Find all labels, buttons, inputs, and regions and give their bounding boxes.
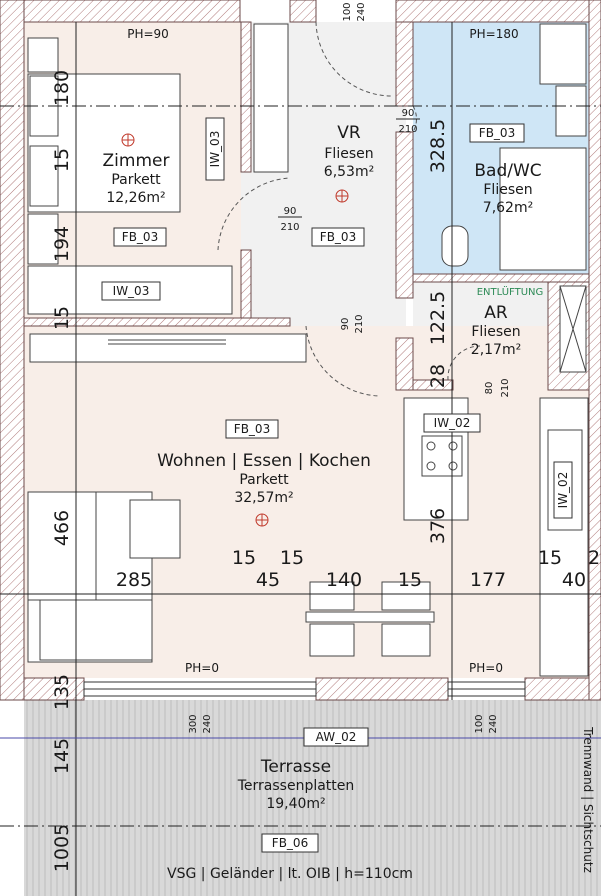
vertical-dimensions: 180 15 194 15 328.5 122.5 28 376 466 135… [51, 70, 449, 872]
svg-text:210: 210 [280, 222, 299, 233]
room-vr: VR Fliesen 6,53m² [324, 123, 374, 180]
horizontal-dimensions: 285 15 15 45 140 15 177 15 2 40 [116, 547, 600, 591]
svg-text:Parkett: Parkett [239, 472, 289, 488]
svg-text:15: 15 [280, 547, 304, 569]
windows [83, 681, 526, 697]
svg-text:45: 45 [256, 569, 280, 591]
door-labels: 100 240 90 210 90 210 90 210 80 210 300 … [188, 2, 511, 733]
svg-text:Bad/WC: Bad/WC [474, 161, 541, 181]
svg-text:19,40m²: 19,40m² [266, 796, 325, 812]
svg-text:210: 210 [500, 378, 511, 397]
svg-text:VR: VR [337, 123, 361, 143]
svg-text:90: 90 [340, 318, 351, 331]
ph-right: PH=0 [469, 661, 503, 675]
svg-text:Wohnen | Essen | Kochen: Wohnen | Essen | Kochen [157, 451, 371, 471]
svg-text:15: 15 [51, 148, 73, 172]
svg-text:15: 15 [538, 547, 562, 569]
shower [499, 147, 587, 271]
svg-text:Terrasse: Terrasse [260, 757, 331, 777]
railing-note: VSG | Geländer | lt. OIB | h=110cm [167, 866, 413, 882]
tag-boxes [101, 117, 573, 853]
svg-text:Fliesen: Fliesen [471, 324, 520, 340]
tag-iw-kitchen: IW_02 [434, 416, 471, 430]
svg-text:328.5: 328.5 [427, 119, 449, 173]
room-zimmer: Zimmer Parkett 12,26m² [103, 151, 170, 206]
room-terrasse: Terrasse Terrassenplatten 19,40m² [237, 757, 355, 812]
svg-text:1005: 1005 [51, 824, 73, 872]
svg-text:285: 285 [116, 569, 152, 591]
svg-text:12,26m²: 12,26m² [106, 190, 165, 206]
svg-text:177: 177 [470, 569, 506, 591]
svg-text:2,17m²: 2,17m² [471, 342, 521, 358]
svg-text:40: 40 [562, 569, 586, 591]
svg-text:15: 15 [398, 569, 422, 591]
tag-fb-wohnen: FB_03 [234, 422, 270, 436]
svg-text:210: 210 [354, 314, 365, 333]
door-swings [217, 21, 481, 397]
svg-text:Zimmer: Zimmer [103, 151, 170, 171]
trennwand-note: Trennwand | Sichtschutz [581, 726, 595, 873]
svg-text:7,62m²: 7,62m² [483, 200, 533, 216]
svg-text:AR: AR [484, 303, 508, 323]
ph-bad: PH=180 [469, 27, 518, 41]
tag-iw-right: IW_02 [556, 472, 570, 509]
tag-fb-zimmer: FB_03 [122, 230, 158, 244]
entlueftung-label: ENTLÜFTUNG [477, 285, 544, 298]
svg-text:80: 80 [484, 382, 495, 395]
svg-text:135: 135 [51, 674, 73, 710]
tag-fb-vr: FB_03 [320, 230, 356, 244]
svg-text:194: 194 [51, 226, 73, 262]
svg-text:90: 90 [402, 108, 415, 119]
svg-text:210: 210 [398, 124, 417, 135]
room-wohnen: Wohnen | Essen | Kochen Parkett 32,57m² [157, 451, 371, 506]
svg-text:28: 28 [427, 364, 449, 388]
furniture [27, 23, 589, 677]
svg-text:Terrassenplatten: Terrassenplatten [237, 778, 355, 794]
svg-text:15: 15 [232, 547, 256, 569]
ph-zimmer: PH=90 [127, 27, 169, 41]
svg-text:90: 90 [284, 206, 297, 217]
ph-left: PH=0 [185, 661, 219, 675]
svg-text:180: 180 [51, 70, 73, 106]
svg-text:32,57m²: 32,57m² [234, 490, 293, 506]
svg-text:122.5: 122.5 [427, 291, 449, 345]
walls [0, 0, 601, 701]
svg-text:Fliesen: Fliesen [483, 182, 532, 198]
svg-text:240: 240 [488, 714, 499, 733]
axis-lines [0, 22, 601, 896]
svg-text:145: 145 [51, 738, 73, 774]
tag-aw: AW_02 [316, 730, 357, 744]
dining-table [305, 611, 435, 623]
svg-text:Parkett: Parkett [111, 172, 161, 188]
svg-text:140: 140 [326, 569, 362, 591]
svg-text:100: 100 [474, 714, 485, 733]
svg-text:Fliesen: Fliesen [324, 146, 373, 162]
svg-text:240: 240 [356, 2, 367, 21]
svg-text:240: 240 [202, 714, 213, 733]
tag-fb-bad: FB_03 [479, 126, 515, 140]
svg-text:2: 2 [588, 547, 600, 569]
tag-iw-zimmer: IW_03 [208, 131, 222, 168]
svg-text:100: 100 [342, 2, 353, 21]
room-bad: Bad/WC Fliesen 7,62m² [474, 161, 541, 216]
tag-iw-wohnen: IW_03 [113, 284, 150, 298]
svg-text:6,53m²: 6,53m² [324, 164, 374, 180]
svg-text:376: 376 [427, 508, 449, 544]
svg-text:466: 466 [51, 510, 73, 546]
toilet [441, 225, 469, 267]
svg-text:15: 15 [51, 306, 73, 330]
room-ar: AR Fliesen 2,17m² [471, 303, 521, 358]
center-markers [121, 133, 349, 527]
svg-text:300: 300 [188, 714, 199, 733]
tag-fb-terrasse: FB_06 [272, 836, 308, 850]
